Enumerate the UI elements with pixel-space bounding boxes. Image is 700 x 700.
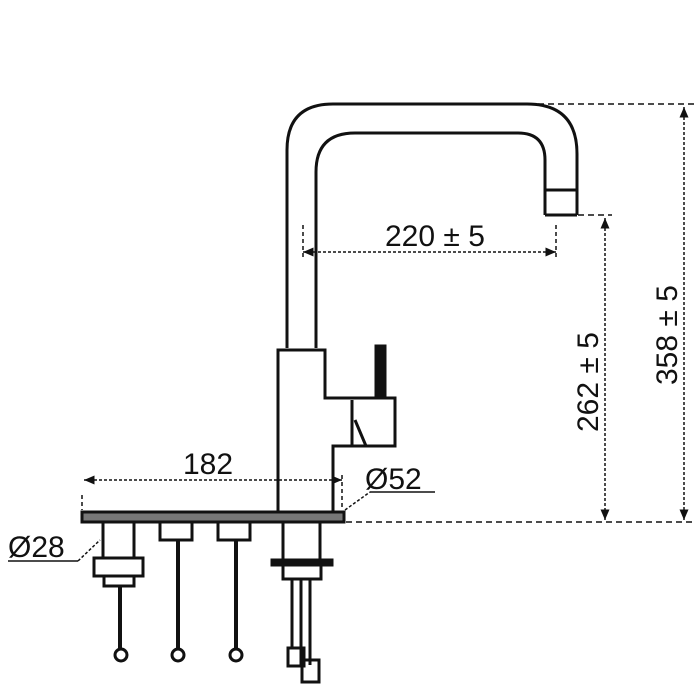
dimension-hole-diameter — [8, 539, 101, 562]
label-hole-diameter: Ø28 — [8, 531, 65, 564]
dimension-body-diameter — [344, 491, 435, 511]
dimension-spout-height — [578, 214, 612, 520]
faucet-spout — [285, 102, 579, 348]
dimension-spout-reach — [302, 225, 557, 260]
dimension-total-height — [528, 103, 695, 520]
dimension-hole-spacing — [81, 475, 343, 510]
label-spout-height: 262 ± 5 — [572, 332, 605, 432]
faucet-body — [276, 344, 397, 512]
label-total-height: 358 ± 5 — [651, 285, 684, 385]
label-hole-spacing: 182 — [183, 448, 233, 481]
underside-connections — [92, 520, 334, 684]
label-spout-reach: 220 ± 5 — [385, 220, 485, 253]
label-body-diameter: Ø52 — [365, 463, 422, 496]
deck-plate — [80, 510, 346, 524]
